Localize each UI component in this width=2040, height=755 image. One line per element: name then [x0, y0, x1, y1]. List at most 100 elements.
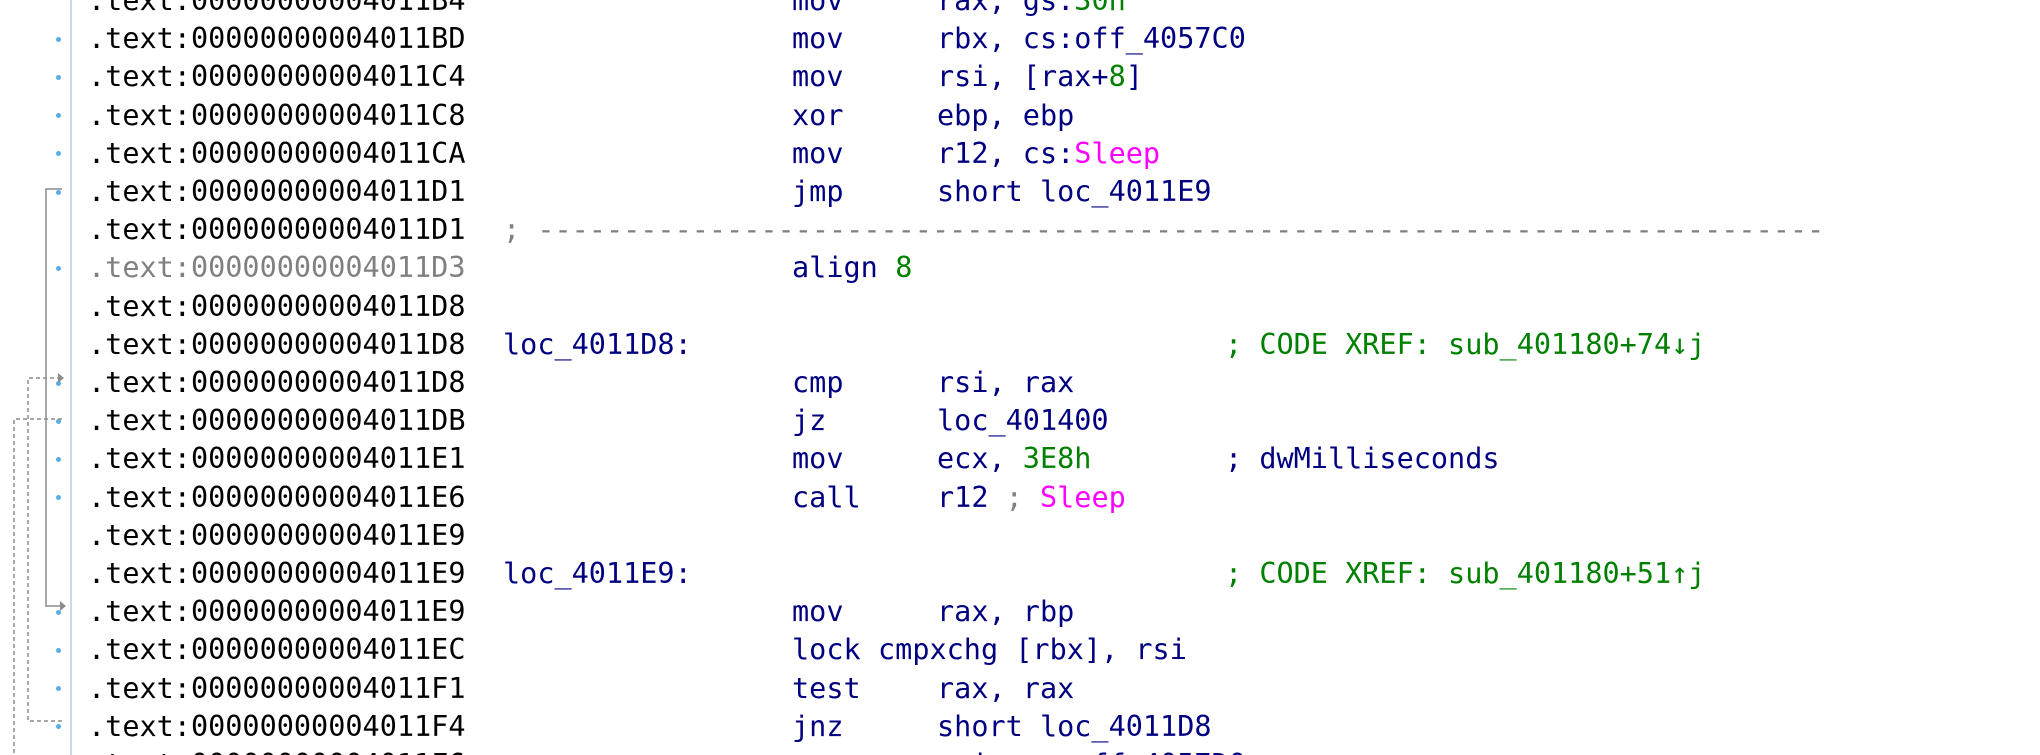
breakpoint-dot-icon[interactable] — [56, 380, 61, 386]
gutter-edge — [70, 0, 72, 755]
address: .text:00000000004011BD — [88, 22, 466, 56]
number-literal: 8 — [895, 251, 913, 285]
jump-arrow-dashed-down — [13, 418, 62, 755]
operand-text: ebp, ebp — [937, 98, 1075, 132]
address: .text:00000000004011E9 — [88, 518, 466, 552]
operand-text: rax, rax — [937, 671, 1075, 705]
operand-text: r12, cs: — [937, 136, 1075, 170]
address: .text:00000000004011C8 — [88, 98, 466, 132]
operands[interactable]: rbx, cs:off_4057C0 — [937, 20, 1246, 58]
operands[interactable]: ebp, ebp — [937, 97, 1074, 135]
operands[interactable]: rsi, [rax+8] — [937, 58, 1143, 96]
operand-text: rsi, [rax+ — [937, 60, 1109, 94]
mnemonic[interactable]: test — [792, 671, 861, 705]
address: .text:00000000004011D1 — [88, 213, 466, 247]
breakpoint-dot-icon[interactable] — [56, 457, 61, 462]
breakpoint-dot-icon[interactable] — [56, 418, 61, 424]
operands[interactable]: rax, rbp — [937, 593, 1074, 631]
operands[interactable]: rsi, rax — [937, 364, 1074, 402]
operands[interactable]: r12, cs:Sleep — [937, 135, 1160, 173]
operand-text: ] — [1125, 60, 1143, 94]
operand-text: short loc_4011E9 — [937, 175, 1212, 208]
operand-text: rax, rbp — [937, 595, 1075, 629]
mnemonic[interactable]: mov — [792, 136, 844, 170]
arrow-head-icon — [58, 373, 64, 383]
address: .text:00000000004011D8 — [88, 327, 466, 361]
address: .text:00000000004011E1 — [88, 442, 466, 476]
operand-text: rbx, cs:off_4057C0 — [937, 22, 1246, 56]
breakpoint-dot-icon[interactable] — [56, 724, 61, 730]
breakpoint-dot-icon[interactable] — [56, 686, 61, 692]
breakpoint-dot-icon[interactable] — [56, 495, 61, 501]
operand-text: rax, gs: — [937, 0, 1075, 17]
number-literal: 8 — [1108, 60, 1126, 94]
mnemonic[interactable]: mov — [792, 746, 843, 755]
jump-arrow-solid — [45, 188, 62, 607]
code-label[interactable]: loc_4011E9: — [503, 557, 692, 590]
mnemonic[interactable]: jmp — [792, 175, 844, 208]
mnemonic[interactable]: mov — [792, 22, 844, 56]
mnemonic[interactable]: jnz — [792, 709, 844, 743]
mnemonic[interactable]: mov — [792, 0, 844, 17]
operands[interactable]: short loc_4011D8 — [937, 708, 1212, 746]
breakpoint-dot-icon[interactable] — [56, 189, 61, 195]
mnemonic[interactable]: align — [792, 251, 878, 285]
operand-text: ; — [1005, 480, 1040, 514]
mnemonic[interactable]: xor — [792, 98, 844, 132]
code-label[interactable]: loc_4011D8: — [503, 327, 692, 361]
operands[interactable]: rax, rax — [937, 670, 1074, 708]
breakpoint-dot-icon[interactable] — [56, 609, 61, 615]
mnemonic[interactable]: lock — [792, 633, 861, 667]
operand-text: rsi, cs:off_4057D0 — [937, 748, 1246, 755]
operands[interactable]: 8 — [895, 249, 912, 287]
xref-comment: ; CODE XREF: sub_401180+51↑j — [1225, 557, 1706, 590]
address: .text:00000000004011F4 — [88, 709, 466, 743]
mnemonic[interactable]: mov — [792, 442, 844, 476]
operands[interactable]: rsi, cs:off_4057D0 — [937, 746, 1246, 755]
mnemonic[interactable]: mov — [792, 595, 844, 629]
mnemonic[interactable]: jz — [792, 404, 827, 438]
breakpoint-dot-icon[interactable] — [56, 75, 61, 80]
operands[interactable]: ecx, 3E8h — [937, 440, 1091, 478]
address: .text:00000000004011D8 — [88, 289, 466, 323]
address: .text:00000000004011E9 — [88, 557, 466, 590]
address: .text:00000000004011E6 — [88, 480, 466, 514]
breakpoint-dot-icon[interactable] — [56, 36, 61, 42]
address: .text:00000000004011B4 — [88, 0, 466, 17]
import-name: Sleep — [1039, 480, 1126, 514]
operand-text: short loc_4011D8 — [937, 709, 1212, 743]
address: .text:00000000004011D8 — [88, 366, 466, 399]
import-name: Sleep — [1074, 136, 1161, 170]
number-literal: 30h — [1074, 0, 1126, 17]
address: .text:00000000004011F6 — [88, 746, 466, 755]
breakpoint-dot-icon[interactable] — [56, 266, 61, 271]
operand-text: r12 — [937, 480, 1006, 514]
address: .text:00000000004011D1 — [88, 175, 466, 208]
breakpoint-dot-icon[interactable] — [56, 113, 61, 119]
number-literal: 3E8h — [1022, 442, 1092, 476]
operands[interactable]: loc_401400 — [937, 402, 1109, 440]
breakpoint-dot-icon[interactable] — [56, 648, 61, 653]
address: .text:00000000004011EC — [88, 633, 466, 667]
flow-arrow-gutter[interactable] — [0, 0, 74, 755]
operands[interactable]: r12 ; Sleep — [937, 479, 1126, 517]
operand-text: loc_401400 — [937, 404, 1109, 438]
operands[interactable]: short loc_4011E9 — [937, 173, 1212, 211]
mnemonic[interactable]: mov — [792, 60, 844, 94]
breakpoint-dot-icon[interactable] — [56, 151, 61, 157]
address: .text:00000000004011E9 — [88, 595, 466, 629]
operands[interactable]: cmpxchg [rbx], rsi — [878, 631, 1187, 669]
mnemonic[interactable]: call — [792, 480, 861, 514]
address: .text:00000000004011DB — [88, 404, 466, 438]
operand-text: ecx, — [937, 442, 1023, 476]
flow-arrows — [13, 188, 66, 755]
mnemonic[interactable]: cmp — [792, 366, 844, 399]
address: .text:00000000004011C4 — [88, 60, 466, 94]
address: .text:00000000004011CA — [88, 136, 466, 170]
arrow-head-icon — [60, 601, 66, 611]
operand-text: rsi, rax — [937, 366, 1075, 399]
jump-arrow-dashed-back — [27, 377, 62, 722]
operands[interactable]: rax, gs:30h — [937, 0, 1126, 20]
operand-text: cmpxchg [rbx], rsi — [878, 633, 1187, 667]
